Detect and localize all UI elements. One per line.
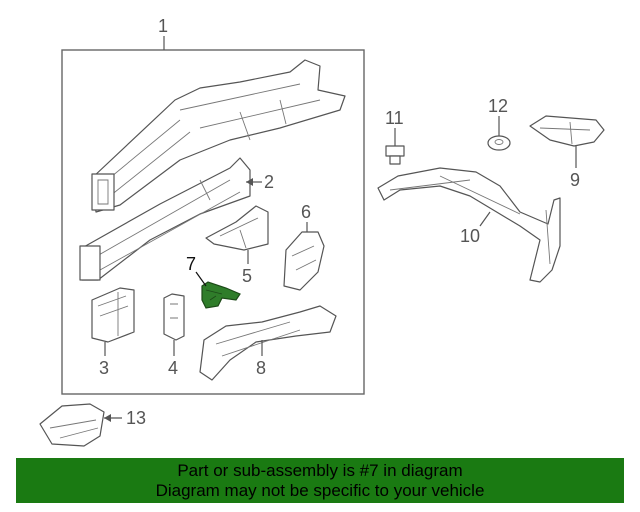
part-12-nut[interactable] bbox=[487, 135, 511, 151]
callout-3: 3 bbox=[99, 358, 109, 378]
callout-10: 10 bbox=[460, 226, 480, 246]
callout-6: 6 bbox=[301, 202, 311, 222]
part-8-lower-member[interactable] bbox=[199, 305, 337, 381]
callout-1: 1 bbox=[158, 16, 168, 36]
info-banner: Part or sub-assembly is #7 in diagram Di… bbox=[16, 458, 624, 503]
callout-2: 2 bbox=[264, 172, 274, 192]
arrow-2 bbox=[246, 178, 253, 186]
callout-8: 8 bbox=[256, 358, 266, 378]
callout-9: 9 bbox=[570, 170, 580, 190]
part-1-rail-assembly[interactable] bbox=[91, 59, 346, 213]
part-7-highlighted-bracket[interactable] bbox=[201, 281, 241, 309]
part-6-bracket[interactable] bbox=[283, 231, 325, 291]
callout-5: 5 bbox=[242, 266, 252, 286]
arrow-13 bbox=[104, 414, 111, 422]
leader-10 bbox=[479, 211, 491, 227]
leader-7 bbox=[195, 271, 207, 287]
callout-11: 11 bbox=[385, 108, 404, 128]
part-10-crossmember[interactable] bbox=[377, 167, 561, 283]
part-9-reinforcement[interactable] bbox=[529, 115, 605, 147]
callout-13: 13 bbox=[126, 408, 146, 428]
assembly-frame bbox=[61, 49, 365, 395]
banner-line-1: Part or sub-assembly is #7 in diagram bbox=[177, 461, 463, 480]
part-11-bolt[interactable] bbox=[385, 145, 405, 165]
callout-7: 7 bbox=[186, 254, 196, 274]
banner-line-2: Diagram may not be specific to your vehi… bbox=[155, 481, 485, 500]
part-2-lower-rail[interactable] bbox=[79, 157, 251, 281]
part-5-panel[interactable] bbox=[205, 205, 269, 251]
part-3-rail-end[interactable] bbox=[91, 287, 135, 343]
part-13-shield[interactable] bbox=[39, 403, 105, 447]
part-4-bracket[interactable] bbox=[163, 293, 185, 341]
callout-12: 12 bbox=[488, 96, 508, 116]
parts-diagram: 1 2 3 4 5 6 7 8 9 10 11 12 13 bbox=[39, 16, 605, 447]
callout-4: 4 bbox=[168, 358, 178, 378]
